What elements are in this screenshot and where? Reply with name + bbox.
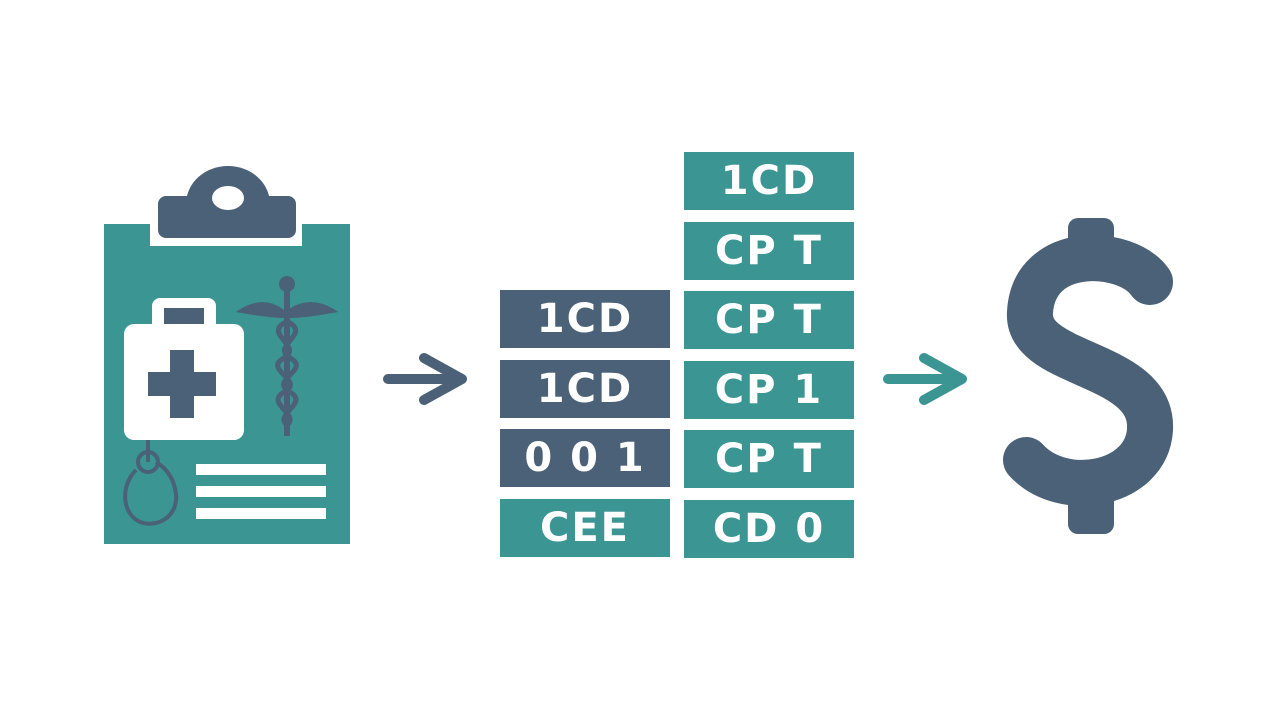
code-box: 1CD — [684, 152, 854, 210]
code-box: 0 0 1 — [500, 429, 670, 487]
code-box: CEE — [500, 498, 670, 557]
code-box: 1CD — [500, 359, 670, 418]
code-box: 1CD — [500, 290, 670, 348]
code-box: CP T — [684, 430, 854, 488]
medical-kit-icon — [124, 298, 244, 440]
code-box: CP T — [684, 291, 854, 349]
code-box: CD 0 — [684, 499, 854, 558]
stethoscope-icon — [123, 440, 179, 526]
code-box: CP 1 — [684, 360, 854, 419]
code-box: CP T — [684, 221, 854, 280]
caduceus-icon — [236, 276, 338, 436]
